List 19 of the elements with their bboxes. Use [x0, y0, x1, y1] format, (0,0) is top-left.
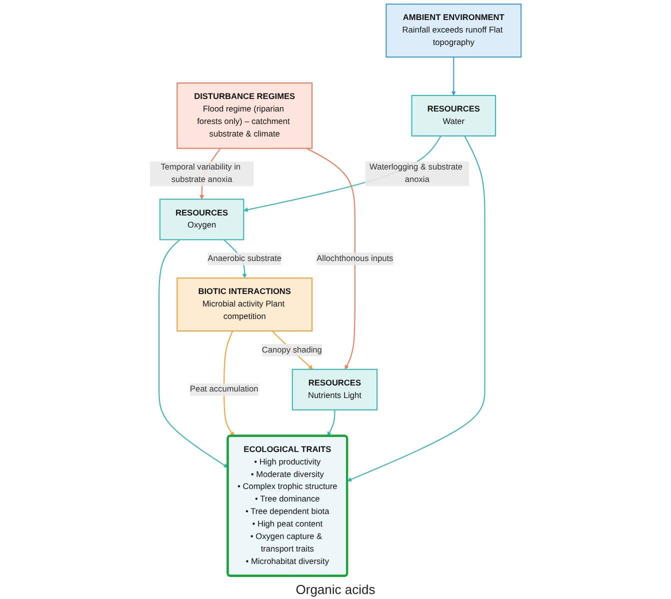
node-box: BIOTIC INTERACTIONS Microbial activity Plant competition [176, 278, 313, 332]
arrow [347, 136, 486, 482]
node-box: RESOURCES Water [411, 94, 496, 136]
node-box: DISTURBANCE REGIMES Flood regime (riparian forests only) – catchment substrate & climate [176, 82, 313, 149]
arrow [306, 148, 356, 370]
node-box: AMBIENT ENVIRONMENT Rainfall exceeds runoff Flat topography [386, 4, 522, 58]
edge-label: Anaerobic substrate [208, 254, 282, 264]
edge-label: Allochthonous inputs [316, 254, 394, 264]
arrow [451, 57, 456, 96]
node-box: RESOURCES Oxygen [159, 198, 244, 240]
arrow [158, 239, 228, 468]
edge-label: Peat accumulation [190, 384, 258, 394]
node-box: RESOURCES Nutrients Light [292, 368, 378, 410]
edge-label: Waterlogging & substrate anoxia [370, 162, 462, 184]
edge-label: Canopy shading [262, 346, 322, 354]
edge-label: Temporal variability in substrate anoxia [160, 162, 241, 184]
note-label: Organic acids [296, 582, 376, 597]
arrow [224, 330, 234, 436]
arrow [327, 410, 336, 436]
